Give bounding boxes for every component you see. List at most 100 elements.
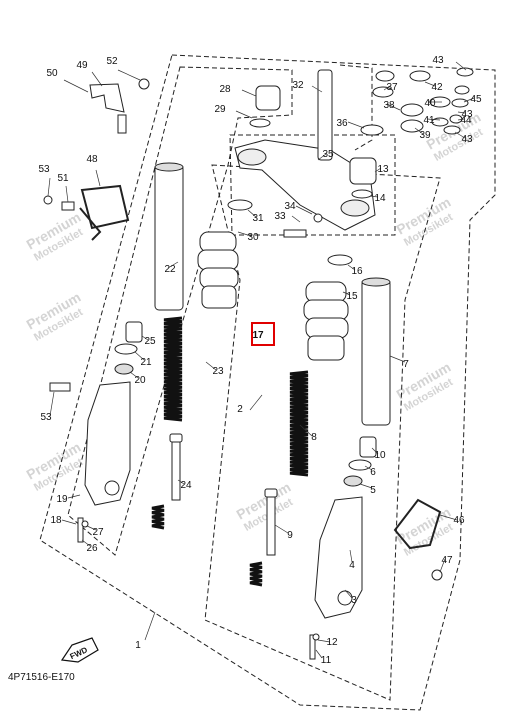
parts-artwork <box>43 67 474 660</box>
leader-2 <box>249 394 263 411</box>
leader-1 <box>144 611 156 641</box>
bolt-33 <box>283 229 307 238</box>
part-label-7: 7 <box>403 359 409 370</box>
part-label-28: 28 <box>219 84 231 95</box>
lower-leg-left <box>84 381 131 506</box>
leader-30 <box>237 231 252 237</box>
bolt-51-shaft <box>117 114 127 134</box>
part-label-37: 37 <box>386 82 398 93</box>
part-label-6: 6 <box>370 467 376 478</box>
fork-boot-left <box>197 231 239 309</box>
leader-31 <box>247 209 257 218</box>
part-label-12: 12 <box>326 637 338 648</box>
part-label-36: 36 <box>336 118 348 129</box>
part-label-50: 50 <box>46 68 58 79</box>
leader-37 <box>383 85 391 91</box>
leader-4 <box>349 549 353 563</box>
part-label-11: 11 <box>321 655 332 666</box>
leader-33 <box>291 215 301 223</box>
leader-42 <box>424 81 436 87</box>
leader-14 <box>369 195 379 198</box>
part-label-43: 43 <box>461 134 473 145</box>
leader-43 <box>455 61 467 71</box>
bolt-47 <box>431 569 443 581</box>
part-label-26: 26 <box>86 543 98 554</box>
leader-53 <box>49 391 55 417</box>
part-label-47: 47 <box>441 555 453 566</box>
leader-50 <box>63 79 89 93</box>
part-label-29: 29 <box>214 104 226 115</box>
part-label-43: 43 <box>432 55 444 66</box>
leader-29 <box>235 110 253 119</box>
part-label-44: 44 <box>460 115 472 126</box>
leader-16 <box>347 264 356 271</box>
o-ring-29 <box>249 118 271 128</box>
leader-11 <box>315 649 323 659</box>
oil-seal-5 <box>343 475 363 487</box>
part-label-1: 1 <box>135 640 141 651</box>
part-label-38: 38 <box>383 100 395 111</box>
part-label-27: 27 <box>92 527 104 538</box>
spring-right <box>289 370 309 477</box>
part-label-46: 46 <box>453 515 465 526</box>
part-label-10: 10 <box>374 450 386 461</box>
fork-boot-right <box>303 281 349 361</box>
leader-51 <box>65 185 69 203</box>
leader-3 <box>344 589 353 599</box>
cable-holder-50 <box>89 83 125 113</box>
part-label-23: 23 <box>212 366 224 377</box>
part-label-51: 51 <box>57 173 69 184</box>
part-label-49: 49 <box>76 60 88 71</box>
leader-26 <box>81 539 91 547</box>
bolt-53-left <box>43 195 53 205</box>
washer-6 <box>348 459 372 471</box>
oil-seal-20 <box>114 363 134 375</box>
part-label-40: 40 <box>424 98 436 109</box>
part-label-13: 13 <box>377 164 389 175</box>
leader-34 <box>295 205 313 215</box>
leader-44 <box>457 118 465 121</box>
part-label-17: 17 <box>252 330 264 341</box>
leader-38 <box>386 103 401 111</box>
spring-small-right <box>249 561 263 587</box>
cap-bolt-13 <box>349 157 377 185</box>
part-label-19: 19 <box>56 494 68 505</box>
bolt-11 <box>309 634 316 660</box>
washer-21 <box>114 343 138 355</box>
part-number-labels: 1234567891011121314151617181920212223242… <box>38 55 482 666</box>
part-label-21: 21 <box>140 357 152 368</box>
part-label-30: 30 <box>247 232 259 243</box>
leader-lines <box>47 61 475 659</box>
part-label-32: 32 <box>292 80 304 91</box>
spring-left <box>163 316 183 422</box>
leader-43 <box>457 111 466 114</box>
part-label-18: 18 <box>50 515 62 526</box>
leader-20 <box>129 371 139 379</box>
washer-34 <box>313 213 323 223</box>
part-label-16: 16 <box>351 266 363 277</box>
leader-9 <box>274 524 289 534</box>
leader-13 <box>374 167 382 173</box>
leader-15 <box>342 291 351 296</box>
part-label-3: 3 <box>351 595 357 606</box>
leader-39 <box>414 127 424 135</box>
leader-8 <box>299 424 313 437</box>
outer-tube-left <box>154 164 184 311</box>
leader-46 <box>439 514 458 521</box>
part-label-14: 14 <box>374 193 386 204</box>
leader-36 <box>347 121 365 129</box>
leader-25 <box>141 335 149 341</box>
nut-53-top <box>138 78 150 90</box>
circlip-16 <box>327 254 353 266</box>
leader-23 <box>205 361 217 371</box>
cap-bolt-28 <box>255 85 281 111</box>
part-label-24: 24 <box>180 480 192 491</box>
steering-stem <box>317 69 333 161</box>
part-label-35: 35 <box>322 149 334 160</box>
bearing-stack <box>360 67 474 136</box>
